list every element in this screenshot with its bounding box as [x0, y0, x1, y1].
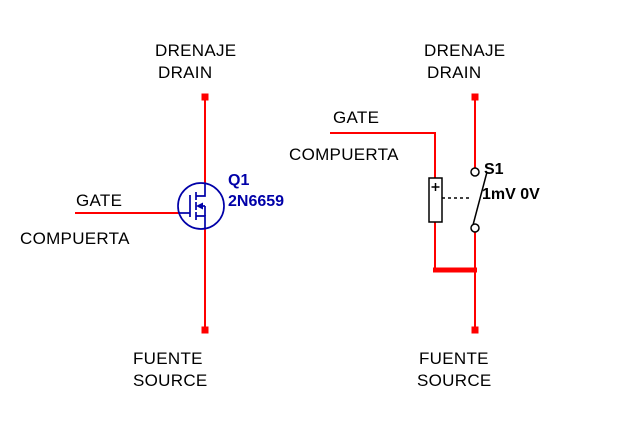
transistor-part-label: 2N6659	[228, 193, 285, 210]
transistor-ref-label: Q1	[228, 172, 250, 189]
right-gate-label-en: GATE	[333, 108, 380, 127]
left-drain-label-es: DRENAJE	[155, 41, 237, 60]
switch-terminal-bottom-circle	[470, 223, 480, 233]
control-source-body	[428, 177, 443, 223]
right-drain-label-es: DRENAJE	[424, 41, 506, 60]
left-terminals	[201, 93, 209, 334]
left-wires	[75, 97, 206, 330]
control-source-symbol	[428, 177, 443, 223]
right-gate-label-es: COMPUERTA	[289, 145, 399, 164]
right-source-label-en: SOURCE	[417, 371, 492, 390]
mosfet-drain-connect	[196, 183, 206, 197]
left-source-label-en: SOURCE	[133, 371, 208, 390]
right-terminals	[471, 93, 479, 334]
left-gate-label-es: COMPUERTA	[20, 229, 130, 248]
right-drain-terminal	[471, 93, 479, 101]
mosfet-body-circle	[177, 182, 225, 230]
right-source-label-es: FUENTE	[419, 349, 489, 368]
right-source-terminal	[471, 326, 479, 334]
mosfet-source-connect	[196, 215, 206, 229]
switch-terminal-top-circle	[470, 167, 480, 177]
left-drain-terminal	[201, 93, 209, 101]
left-source-terminal	[201, 326, 209, 334]
left-drain-label-en: DRAIN	[158, 63, 213, 82]
switch-symbol	[442, 167, 488, 233]
switch-ref-label: S1	[484, 161, 504, 178]
switch-value-label: 1mV 0V	[482, 186, 540, 203]
right-drain-label-en: DRAIN	[427, 63, 482, 82]
mosfet-arrow-head-icon	[196, 202, 203, 210]
left-gate-label-en: GATE	[76, 191, 123, 210]
left-source-label-es: FUENTE	[133, 349, 203, 368]
switch-blade	[472, 171, 488, 226]
right-wires	[330, 97, 476, 330]
